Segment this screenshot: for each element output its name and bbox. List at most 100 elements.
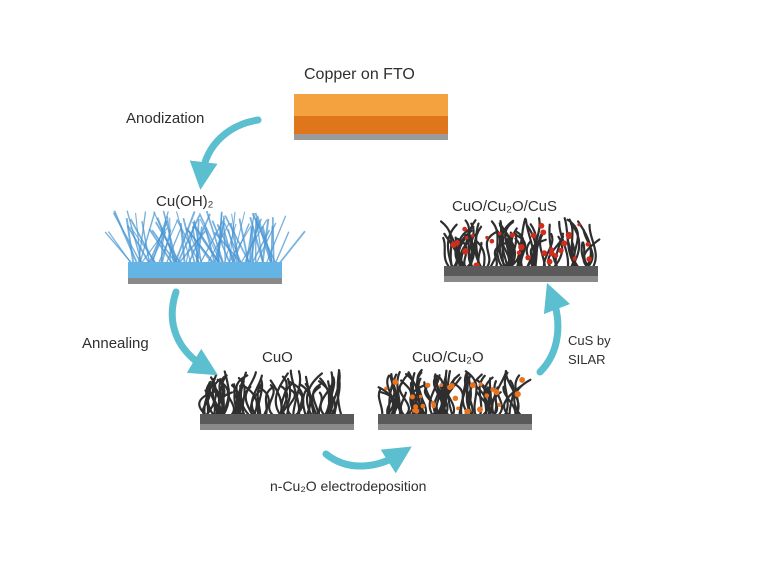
nanowire [475,391,491,418]
nanowire [276,230,306,267]
nanoparticle [462,248,469,255]
nanowire [508,379,515,418]
nanoparticle [540,229,547,236]
nanowire [399,391,407,418]
nanowire [279,384,289,418]
nanoparticle [538,222,545,229]
nanowire [377,388,384,418]
nanoparticle [493,389,500,396]
nanowire [217,374,228,418]
nanoparticle [577,222,581,227]
nanowire [582,229,594,270]
nanoparticle [425,382,431,388]
nanowire [205,380,212,418]
nanowire [292,370,302,418]
electrodeposition-arrow [322,446,412,474]
nanowire [186,213,211,267]
nanoparticle [514,390,521,398]
nanowire [566,218,580,270]
cuo-cu2o-cus-substrate [444,276,598,282]
nanowire [286,389,296,418]
nanowire [147,220,169,267]
silar-arrow [536,282,571,376]
nanowire [213,231,245,267]
nanowire [444,381,456,418]
nanoparticle [509,232,516,238]
nanoparticle [454,239,460,246]
cuo-cu2o-cus-nanowires [440,217,601,270]
nanoparticle [456,406,460,411]
nanoparticle [470,233,475,238]
cuo-sample [198,369,354,430]
copper-bottom-layer [294,116,448,134]
nanowire [442,236,452,270]
cuo-substrate [200,424,354,430]
copper-top-layer [294,94,448,116]
nanowire [317,391,323,418]
nanowire [310,385,321,418]
nanowire [473,225,483,270]
cuo-cu2o-nanowires [377,368,532,418]
nanowire [113,210,140,267]
copper-fto-block [294,94,448,140]
nanoparticle [413,404,419,410]
nanoparticle [541,250,548,257]
nanowire [191,226,200,267]
cus-by-label: CuS by [568,333,611,348]
nanowire [428,374,441,418]
electrodeposition-label: n-Cu₂O electrodeposition [270,478,427,494]
nanoparticle [497,402,502,407]
nanowire [304,375,315,418]
nanoparticle [525,254,531,261]
cuo-cu2o-cus-base-layer [444,266,598,276]
nanoparticle [469,382,476,389]
nanoparticle [516,250,522,255]
nanowire [510,232,518,270]
annealing-arrow [168,288,219,376]
nanoparticle [561,240,568,247]
nanowire [198,217,226,267]
nanowire [256,377,264,418]
nanowire [524,224,537,270]
nanowire [269,379,283,418]
nanowire [404,373,419,418]
nanowire [464,370,478,418]
cuoh2-sample [104,210,306,284]
nanowire [417,386,428,418]
silar-label: SILAR [568,352,606,367]
nanoparticle [452,395,459,402]
nanoparticle [585,242,591,247]
nanoparticle [413,408,420,414]
nanowire [475,240,486,270]
nanowire [205,210,225,267]
cuoh2-label: Cu(OH)₂ [156,193,214,210]
nanoparticle [392,379,399,386]
nanowire [193,225,222,267]
cuo-cu2o-substrate [378,424,532,430]
nanowire [465,231,475,270]
fto-substrate [294,134,448,140]
nanoparticle [518,243,525,251]
nanoparticle [498,231,502,236]
nanoparticle [418,394,423,399]
nanowire [232,383,245,418]
nanowire [237,376,246,418]
nanoparticle [384,386,388,391]
nanowire [486,386,498,418]
nanoparticle [409,394,415,400]
cuo-cu2o-cus-label: CuO/Cu₂O/CuS [452,198,558,215]
nanowire [580,241,591,270]
cuo-cu2o-base-layer [378,414,532,424]
nanowire [542,232,554,270]
nanowire [515,217,527,270]
nanowire [137,211,147,267]
nanowire [490,220,504,270]
nanowire [548,223,559,270]
nanowire [329,376,337,418]
nanowire [211,220,232,267]
nanowire [273,231,290,267]
cuoh2-substrate [128,278,282,284]
cuo-cu2o-label: CuO/Cu₂O [412,349,484,366]
nanowire [159,218,167,267]
